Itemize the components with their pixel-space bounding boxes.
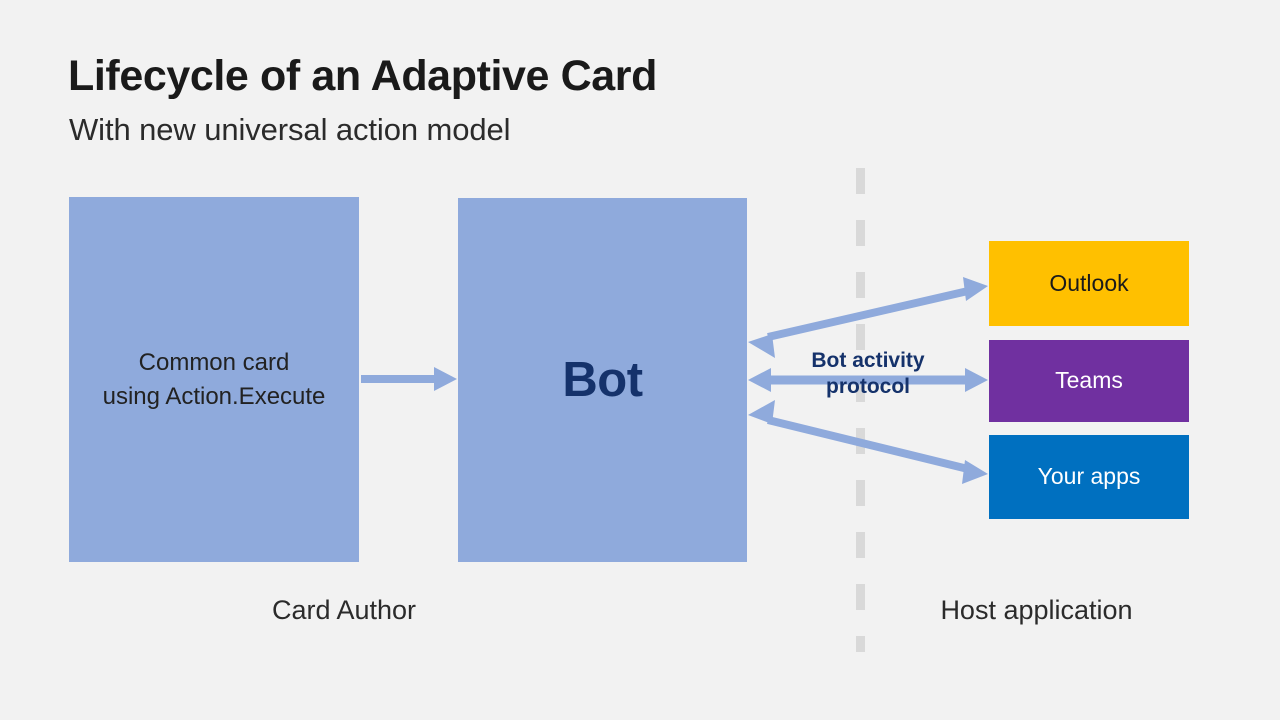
host-app-teams[interactable]: Teams (989, 340, 1189, 422)
host-app-your-apps-label: Your apps (1037, 463, 1141, 490)
host-app-your-apps[interactable]: Your apps (989, 435, 1189, 519)
vertical-dashed-divider (856, 168, 865, 652)
bot-activity-protocol-label: Bot activity protocol (811, 349, 925, 399)
card-author-box-label: Common card using Action.Execute (102, 349, 326, 410)
caption-host-application: Host application (940, 595, 1133, 625)
arrow-bot-to-outlook (748, 277, 988, 358)
bot-box-label: Bot (562, 353, 643, 407)
card-author-box[interactable]: Common card using Action.Execute (69, 197, 359, 562)
page-title: Lifecycle of an Adaptive Card (68, 52, 657, 100)
page-subtitle: With new universal action model (69, 112, 511, 147)
bot-box[interactable]: Bot (458, 198, 747, 562)
arrow-card-to-bot (361, 367, 457, 391)
arrow-bot-to-yourapps (748, 400, 988, 484)
host-app-outlook[interactable]: Outlook (989, 241, 1189, 326)
host-app-teams-label: Teams (1055, 367, 1123, 394)
caption-card-author: Card Author (271, 595, 417, 625)
host-app-outlook-label: Outlook (1049, 269, 1129, 296)
